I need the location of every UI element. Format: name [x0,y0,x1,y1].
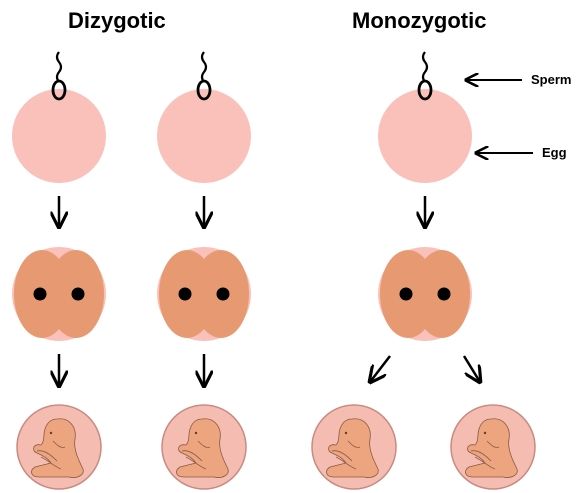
egg-left [12,52,106,183]
arrow-down-left-icon [370,356,390,382]
embryo-icon [451,405,535,489]
embryo-icon [17,405,101,489]
egg-right [378,52,472,183]
two-cell-right [378,247,472,341]
egg-middle [157,52,251,183]
two-cell-left [12,247,106,341]
arrow-down-right-icon [464,356,480,382]
embryo-icon [162,405,246,489]
embryo-icon [312,405,396,489]
two-cell-middle [157,247,251,341]
